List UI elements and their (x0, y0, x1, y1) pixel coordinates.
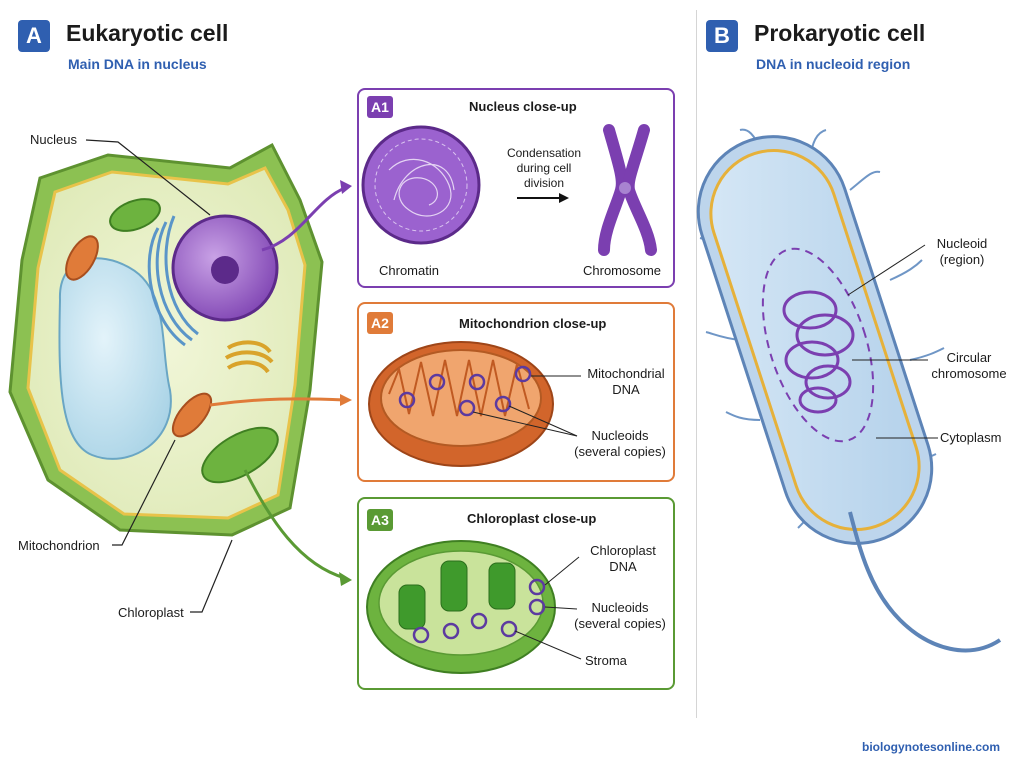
golgi-apparatus (224, 340, 274, 374)
mitochondrial-dna-line-2: DNA (612, 382, 640, 397)
chloroplast-dna-line-1: Chloroplast (590, 543, 656, 558)
flagellum (848, 511, 1002, 653)
circular-chromosome-line-1: Circular (946, 350, 992, 365)
mito-nucleoids-label: Nucleoids (several copies) (565, 428, 675, 460)
cytoplasm-label: Cytoplasm (940, 430, 1002, 445)
inset-a1-badge: A1 (367, 96, 393, 118)
nucleoid-line-2: (region) (939, 252, 985, 267)
panel-a-badge: A (18, 20, 50, 52)
condensation-line-2: during cell (516, 161, 572, 175)
nucleoid-label: Nucleoid (region) (922, 236, 1002, 268)
chromatin-label: Chromatin (379, 263, 439, 278)
chloroplast-dna-label: Chloroplast DNA (573, 543, 673, 575)
mito-nucleoids-line-2: (several copies) (574, 444, 666, 459)
panel-a-title: Eukaryotic cell (66, 20, 229, 46)
chloroplast-arrow (243, 469, 346, 580)
chloroplast-closeup-art (366, 540, 582, 674)
stroma-label: Stroma (585, 653, 627, 668)
nucleolus (211, 256, 239, 284)
panel-a-subtitle: Main DNA in nucleus (68, 56, 207, 72)
mitochondrion-label: Mitochondrion (18, 538, 100, 553)
inset-chloroplast: A3 Chloroplast close-up Chloroplast DNA … (357, 497, 675, 690)
chloroplast (201, 426, 279, 484)
mitochondrion-small (65, 235, 99, 281)
inset-a3-title: Chloroplast close-up (467, 511, 597, 526)
mitochondrial-dna-label: Mitochondrial DNA (581, 366, 671, 398)
cytoplasm-b (709, 149, 921, 531)
inset-mitochondrion: A2 Mitochondrion close-up Mitochondrial … (357, 302, 675, 482)
mitochondrial-dna-line-1: Mitochondrial (587, 366, 665, 381)
vacuole (58, 257, 172, 460)
nucleoid-line-1: Nucleoid (936, 236, 988, 251)
condensation-label: Condensation during cell division (504, 146, 584, 191)
mito-nucleoids-line-1: Nucleoids (591, 428, 649, 443)
nucleus-closeup-art (361, 124, 657, 256)
inset-a2-title: Mitochondrion close-up (459, 316, 607, 331)
chloro-nucleoids-label: Nucleoids (several copies) (565, 600, 675, 632)
panel-divider (696, 10, 697, 718)
nucleus-label: Nucleus (30, 132, 77, 147)
panel-b-title: Prokaryotic cell (754, 20, 926, 46)
nucleus-arrow (261, 186, 346, 252)
nucleoid-region (761, 247, 875, 443)
connector-arrows (209, 180, 352, 586)
inset-a3-badge: A3 (367, 509, 393, 531)
chloroplast-small (109, 198, 161, 232)
mitochondrion (171, 392, 213, 438)
chromosome-label: Chromosome (583, 263, 662, 278)
chloroplast-leader (190, 539, 233, 613)
chloro-nucleoids-line-2: (several copies) (574, 616, 666, 631)
prokaryotic-cell-illustration (696, 128, 1002, 653)
mitochondrion-closeup-art (368, 341, 581, 467)
panel-b-subtitle: DNA in nucleoid region (756, 56, 911, 72)
inset-nucleus: A1 Nucleus close-up Chromatin Condensati… (357, 88, 675, 288)
inset-a2-badge: A2 (367, 312, 393, 334)
mitochondrion-arrow (209, 397, 346, 407)
endoplasmic-reticulum (147, 215, 199, 347)
eukaryotic-cell-illustration (8, 139, 324, 613)
circular-chromosome-line-2: chromosome (931, 366, 1007, 381)
condensation-line-1: Condensation (506, 146, 582, 160)
inset-a1-title: Nucleus close-up (469, 99, 577, 114)
circular-chromosome-label: Circular chromosome (924, 350, 1014, 382)
nucleus-leader (85, 139, 211, 216)
footer-source: biologynotesonline.com (862, 740, 1001, 754)
panel-b-badge: B (706, 20, 738, 52)
condensation-line-3: division (523, 176, 565, 190)
chloroplast-label: Chloroplast (118, 605, 184, 620)
circular-chromosome (782, 290, 855, 414)
chloro-nucleoids-line-1: Nucleoids (591, 600, 649, 615)
chloroplast-dna-line-2: DNA (609, 559, 637, 574)
mitochondrion-leader (112, 439, 176, 546)
